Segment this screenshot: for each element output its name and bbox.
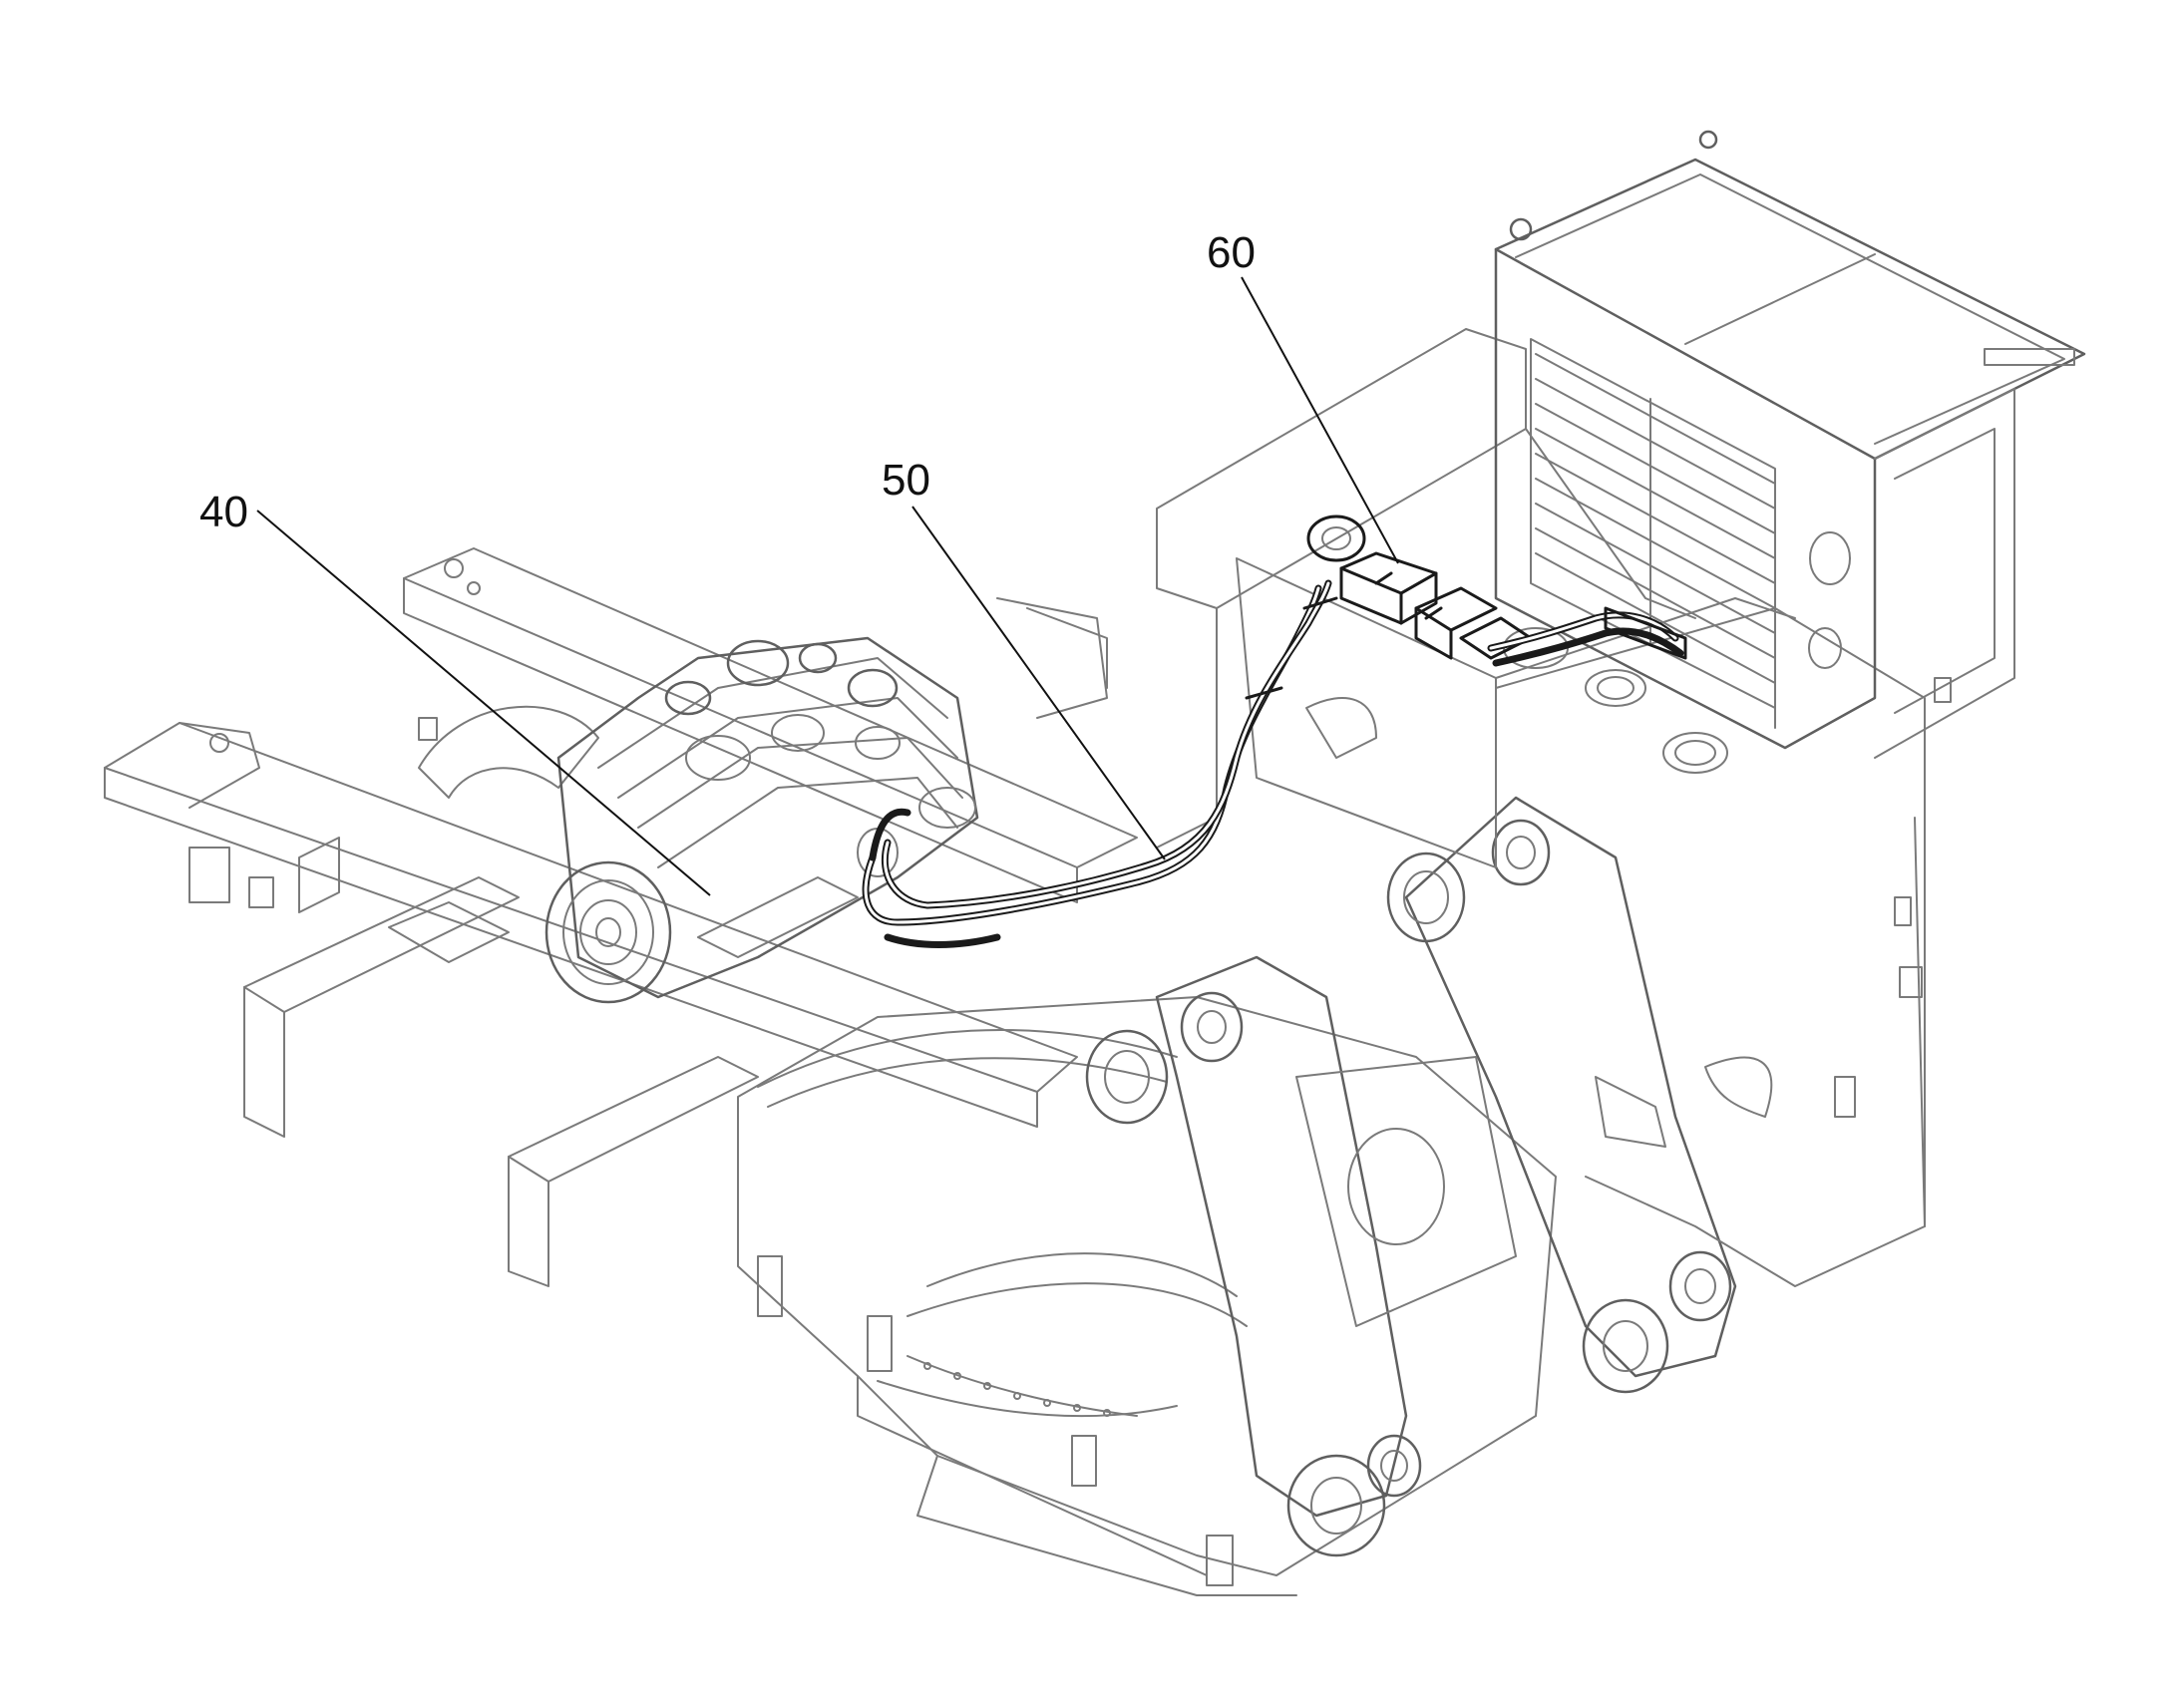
hose-line-2 — [881, 579, 1332, 909]
cooling-unit — [1494, 130, 2086, 759]
hydraulic-hose-assembly — [862, 579, 1338, 948]
leader-line-40 — [256, 510, 711, 896]
ref-label-50: 50 — [882, 456, 930, 505]
engine-compartment-tower — [1156, 328, 1952, 1287]
leader-line-50 — [911, 506, 1166, 860]
leader-lines — [256, 276, 1399, 896]
ref-label-60: 60 — [1207, 228, 1256, 277]
hose-clamp — [1302, 596, 1338, 610]
leader-line-60 — [1241, 276, 1399, 564]
engine — [545, 636, 979, 1004]
hose-line-1 — [862, 584, 1322, 926]
connector-assembly — [1306, 514, 1687, 667]
hose-clamp — [1245, 686, 1283, 700]
front-frame — [737, 796, 1737, 1596]
rear-chassis-frame — [104, 547, 1138, 1287]
reference-labels: 40 50 60 — [199, 228, 1256, 536]
ref-label-40: 40 — [199, 488, 248, 536]
